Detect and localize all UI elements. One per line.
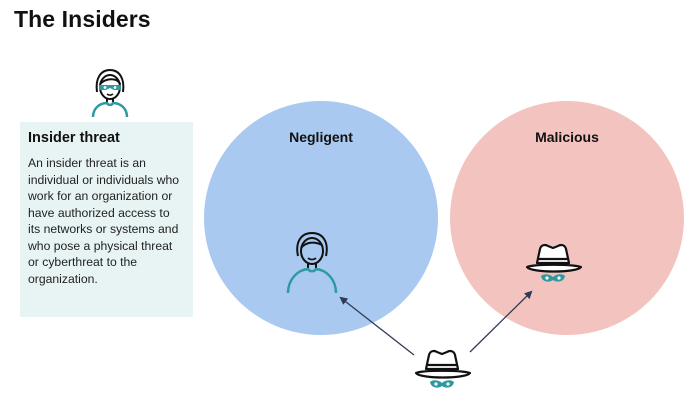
malicious-circle [450, 101, 684, 335]
negligent-label: Negligent [289, 129, 353, 145]
page-title: The Insiders [14, 6, 151, 32]
hat-mask-icon [525, 243, 583, 282]
insider-threat-card: Insider threat An insider threat is an i… [20, 122, 193, 317]
card-description: An insider threat is an individual or in… [28, 156, 180, 286]
arrow-to-malicious [469, 290, 533, 353]
masked-person-icon [88, 66, 132, 118]
person-icon [286, 231, 338, 294]
arrow-to-negligent [339, 296, 415, 356]
malicious-label: Malicious [535, 129, 599, 145]
hat-mask-icon [414, 349, 472, 388]
card-title: Insider threat [28, 130, 120, 146]
negligent-circle [204, 101, 438, 335]
